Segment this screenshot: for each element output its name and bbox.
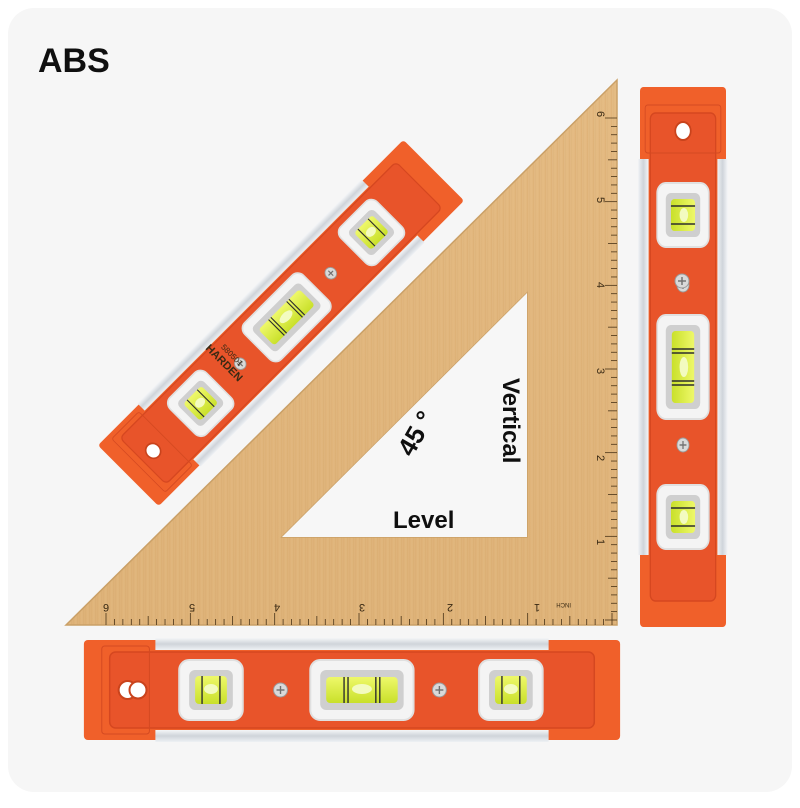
bottom-scale-label: 2	[447, 601, 453, 613]
diagonal-torpedo-level: HARDEN 580501	[97, 139, 466, 508]
right-ruler-ticks	[605, 117, 617, 621]
product-card: 6 5 4 3 2 1 6 5 4 3 2 1 INCH HARDEN 580501	[8, 8, 792, 792]
level-label: Level	[393, 507, 454, 534]
right-scale-label: 5	[594, 197, 606, 203]
right-scale-label: 2	[594, 455, 606, 461]
bottom-scale-label: 4	[274, 601, 280, 613]
right-scale-label: 3	[594, 368, 606, 374]
right-scale-label: 1	[594, 539, 606, 545]
right-scale-label: 6	[594, 111, 606, 117]
bottom-ruler-ticks	[105, 613, 613, 625]
wooden-set-square: 6 5 4 3 2 1 6 5 4 3 2 1 INCH	[64, 78, 618, 626]
hang-hole-icon	[128, 680, 148, 700]
screw-icon	[674, 273, 690, 289]
material-label: ABS	[38, 42, 110, 80]
horizontal-torpedo-level	[84, 638, 620, 742]
bottom-scale-label: 3	[359, 601, 365, 613]
bottom-scale-label: 1	[534, 601, 540, 613]
vertical-torpedo-level	[638, 87, 727, 627]
bottom-scale-label: 5	[189, 601, 195, 613]
ruler-unit-label: INCH	[556, 601, 571, 607]
vertical-label: Vertical	[497, 378, 524, 463]
right-scale-label: 4	[594, 282, 606, 288]
product-photo: 6 5 4 3 2 1 6 5 4 3 2 1 INCH HARDEN 580501	[38, 42, 792, 792]
bottom-scale-label: 6	[103, 601, 109, 613]
